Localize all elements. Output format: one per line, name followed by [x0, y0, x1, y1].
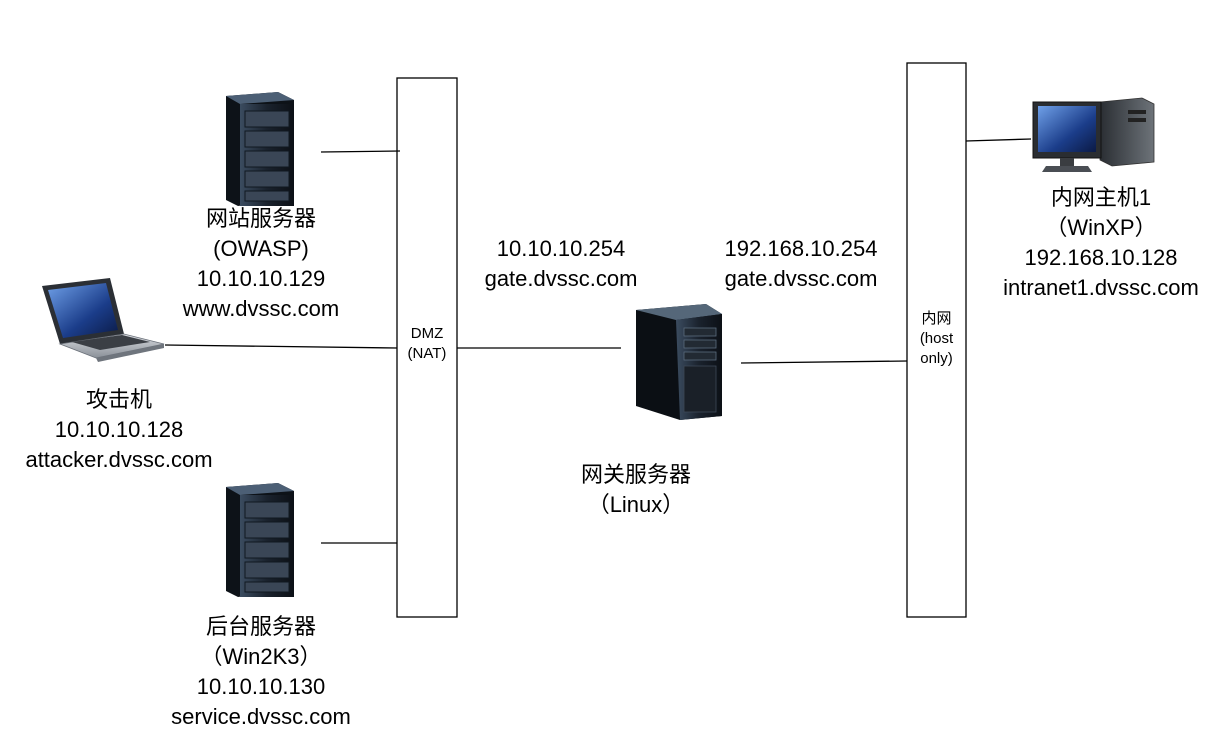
attacker-name: 攻击机: [85, 387, 152, 412]
dmz-segment-box: [396, 77, 458, 618]
intranet-label: 内网 (host only): [907, 309, 966, 369]
web-server-host: www.dvssc.com: [182, 296, 340, 321]
attacker-host: attacker.dvssc.com: [25, 447, 213, 472]
gateway-os: （Linux）: [587, 492, 685, 517]
intranet-host-host: intranet1.dvssc.com: [1003, 275, 1199, 300]
intranet-host-label: 内网主机1 （WinXP） 192.168.10.128 intranet1.d…: [981, 183, 1221, 303]
intranet-host-os: （WinXP）: [1045, 215, 1157, 240]
gateway-label: 网关服务器 （Linux）: [536, 460, 736, 520]
backend-server-host: service.dvssc.com: [171, 704, 351, 729]
web-server-ip: 10.10.10.129: [196, 266, 326, 291]
gateway-name: 网关服务器: [580, 462, 691, 487]
link-web-dmz: [320, 150, 401, 153]
dmz-label: DMZ (NAT): [397, 324, 457, 364]
backend-server-ip: 10.10.10.130: [196, 674, 326, 699]
link-gateway-intranet: [740, 360, 908, 364]
server-rack-icon-backend: [226, 483, 294, 597]
backend-server-label: 后台服务器 （Win2K3） 10.10.10.130 service.dvss…: [141, 612, 381, 732]
intranet-label-line3: only): [920, 350, 953, 367]
gateway-dmz-ip: 10.10.10.254: [496, 236, 626, 261]
tower-server-icon-gateway: [636, 304, 722, 420]
server-rack-icon-web: [226, 92, 294, 206]
intranet-segment-box: [906, 62, 967, 618]
gateway-intranet-address: 192.168.10.254 gate.dvssc.com: [701, 234, 901, 294]
gateway-dmz-address: 10.10.10.254 gate.dvssc.com: [461, 234, 661, 294]
intranet-label-line2: (host: [919, 330, 954, 347]
dmz-label-line1: DMZ: [410, 325, 444, 342]
web-server-label: 网站服务器 (OWASP) 10.10.10.129 www.dvssc.com: [141, 204, 381, 324]
backend-server-os: （Win2K3）: [200, 644, 322, 669]
intranet-host-ip: 192.168.10.128: [1024, 245, 1178, 270]
gateway-dmz-host: gate.dvssc.com: [484, 266, 638, 291]
web-server-name: 网站服务器: [205, 206, 316, 231]
desktop-pc-icon-intranet: [1032, 97, 1155, 172]
gateway-intranet-host: gate.dvssc.com: [724, 266, 878, 291]
backend-server-name: 后台服务器: [205, 614, 316, 639]
link-attacker-dmz: [164, 344, 398, 349]
intranet-host-name: 内网主机1: [1050, 185, 1152, 210]
link-intranet-host: [965, 138, 1032, 142]
intranet-label-line1: 内网: [921, 310, 952, 327]
web-server-os: (OWASP): [213, 236, 309, 261]
attacker-ip: 10.10.10.128: [54, 417, 184, 442]
attacker-label: 攻击机 10.10.10.128 attacker.dvssc.com: [0, 385, 238, 475]
gateway-intranet-ip: 192.168.10.254: [724, 236, 878, 261]
dmz-label-line2: (NAT): [407, 345, 447, 362]
laptop-icon-attacker: [42, 278, 165, 362]
